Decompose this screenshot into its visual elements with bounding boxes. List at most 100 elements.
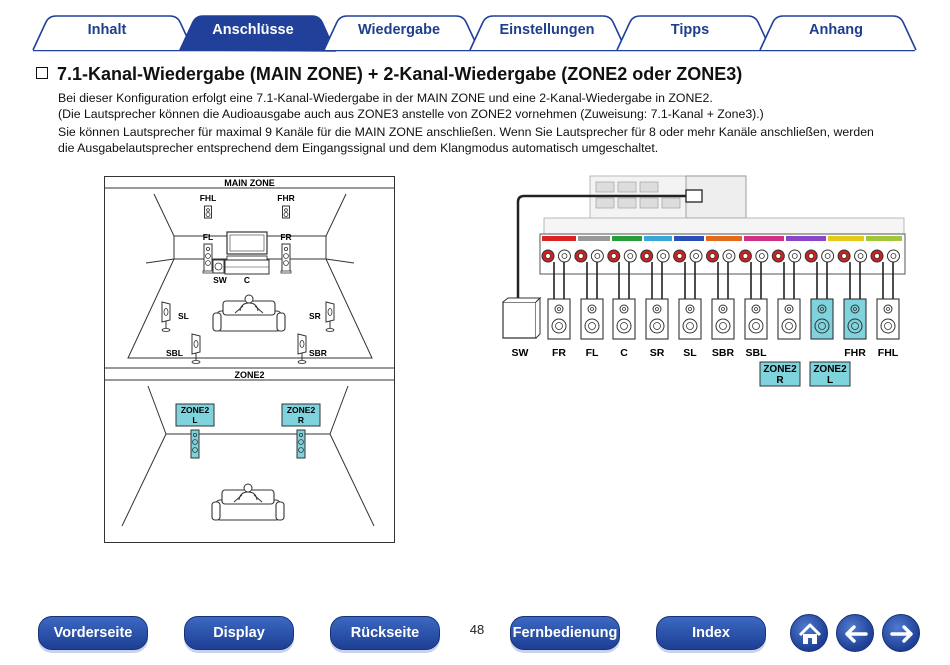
subwoofer-box — [502, 296, 542, 339]
terminal-post-core — [660, 253, 667, 259]
speaker-tweeter-center — [853, 307, 857, 311]
terminal-post-core — [709, 253, 716, 259]
speaker-woofer-center — [555, 322, 563, 330]
wiring-label-fhr: FHR — [844, 347, 866, 359]
terminal-post-core — [824, 253, 831, 259]
speaker-tweeter-center — [655, 307, 659, 311]
home-button[interactable] — [790, 614, 828, 652]
wiring-label-sbr: SBR — [712, 347, 735, 359]
terminal-post-core — [627, 253, 634, 259]
speaker-labels: SW FR FL C SR SL SBR SBL FHR FHL — [512, 347, 899, 359]
zone2-l-line1: ZONE2 — [181, 405, 210, 415]
terminal-post-core — [857, 253, 864, 259]
speaker-fhl — [204, 205, 212, 219]
section-heading: 7.1-Kanal-Wiedergabe (MAIN ZONE) + 2-Kan… — [36, 64, 742, 85]
terminal-post-core — [545, 253, 551, 259]
tab-anhang[interactable]: Anhang — [809, 22, 863, 38]
terminal-post-core — [726, 253, 732, 259]
speaker-woofer-center — [818, 322, 826, 330]
fernbedienung-button[interactable]: Fernbedienung — [510, 616, 620, 650]
speaker-tweeter-center — [820, 307, 824, 311]
rueckseite-button[interactable]: Rückseite — [330, 616, 440, 650]
terminal-post-core — [693, 253, 699, 259]
back-button[interactable] — [836, 614, 874, 652]
speaker-woofer-center — [686, 322, 694, 330]
terminal-post-core — [578, 253, 584, 259]
page-number: 48 — [469, 622, 485, 637]
zone2-l-line2: L — [192, 415, 197, 425]
terminal-posts — [541, 249, 900, 263]
label-sl: SL — [178, 311, 189, 321]
zone2-l-box — [175, 403, 215, 427]
wiring-label-fhl: FHL — [878, 347, 899, 359]
speaker-fr — [280, 243, 292, 274]
speaker-woofer-center — [620, 322, 628, 330]
home-icon — [798, 623, 822, 644]
label-fhr: FHR — [277, 193, 294, 203]
zone2-room-outline — [121, 385, 375, 527]
zone2-r-line1: ZONE2 — [287, 405, 316, 415]
tab-bar-shapes — [32, 15, 917, 52]
speaker-tweeter — [619, 304, 629, 314]
receiver-rear-panel — [543, 175, 905, 241]
terminal-color-bar — [542, 236, 902, 241]
speaker-woofer-center — [785, 322, 793, 330]
speaker-woofer — [649, 318, 665, 334]
terminal-post-core — [841, 253, 848, 259]
zone2-r-line2: R — [298, 415, 304, 425]
terminal-post-core — [890, 253, 897, 259]
speaker-woofer-center — [653, 322, 661, 330]
speaker-tweeter-center — [622, 307, 626, 311]
label-sbr: SBR — [309, 348, 327, 358]
wiring-zone2-l-line1: ZONE2 — [813, 364, 847, 375]
speaker-tweeter-center — [787, 307, 791, 311]
wiring-zone2-r-line1: ZONE2 — [763, 364, 797, 375]
label-fl: FL — [203, 232, 213, 242]
speaker-tweeter — [718, 304, 728, 314]
room-layout-diagram: MAIN ZONE ZONE2 FHL FHR FL FR SW C SL SR… — [104, 176, 395, 543]
speaker-tweeter — [817, 304, 827, 314]
tab-inhalt[interactable]: Inhalt — [87, 22, 127, 38]
label-fhl: FHL — [200, 193, 217, 203]
terminal-post-core — [594, 253, 601, 259]
speaker-zone2-l — [190, 429, 200, 459]
terminal-post-core — [874, 253, 880, 259]
zone2-r-box — [281, 403, 321, 427]
speaker-tweeter-center — [557, 307, 561, 311]
speaker-woofer-center — [719, 322, 727, 330]
terminal-post-core — [742, 253, 749, 259]
terminal-post-core — [676, 253, 683, 259]
subwoofer-cable — [516, 194, 690, 302]
speaker-woofer — [748, 318, 764, 334]
wiring-label-sl: SL — [683, 347, 697, 359]
speaker-tweeter — [652, 304, 662, 314]
amplifier-wiring-diagram: SW FR FL C SR SL SBR SBL FHR FHL ZONE2 R… — [502, 175, 906, 387]
display-button[interactable]: Display — [184, 616, 294, 650]
tab-anschluesse[interactable]: Anschlüsse — [212, 22, 294, 38]
speaker-tweeter — [587, 304, 597, 314]
section-heading-text: 7.1-Kanal-Wiedergabe (MAIN ZONE) + 2-Kan… — [57, 64, 743, 84]
speaker-woofer — [715, 318, 731, 334]
speaker-woofer — [682, 318, 698, 334]
tv-icon — [224, 231, 270, 275]
speaker-tweeter-center — [886, 307, 890, 311]
label-sw: SW — [213, 275, 228, 285]
tab-tipps[interactable]: Tipps — [670, 22, 710, 38]
index-button[interactable]: Index — [656, 616, 766, 650]
vorderseite-button[interactable]: Vorderseite — [38, 616, 148, 650]
speaker-tweeter-center — [721, 307, 725, 311]
terminal-post-core — [758, 253, 765, 259]
terminal-post-core — [791, 253, 798, 259]
speaker-tweeter-center — [688, 307, 692, 311]
speaker-woofer — [880, 318, 896, 334]
paragraph-2: (Die Lautsprecher können die Audioausgab… — [58, 107, 764, 121]
wiring-label-sr: SR — [650, 347, 665, 359]
speaker-woofer-center — [752, 322, 760, 330]
wiring-label-fr: FR — [552, 347, 566, 359]
tab-wiedergabe[interactable]: Wiedergabe — [357, 22, 441, 38]
checkbox-square-icon — [36, 67, 48, 79]
forward-button[interactable] — [882, 614, 920, 652]
tab-einstellungen[interactable]: Einstellungen — [499, 22, 595, 38]
speaker-zone2-r — [296, 429, 306, 459]
speaker-woofer — [551, 318, 567, 334]
